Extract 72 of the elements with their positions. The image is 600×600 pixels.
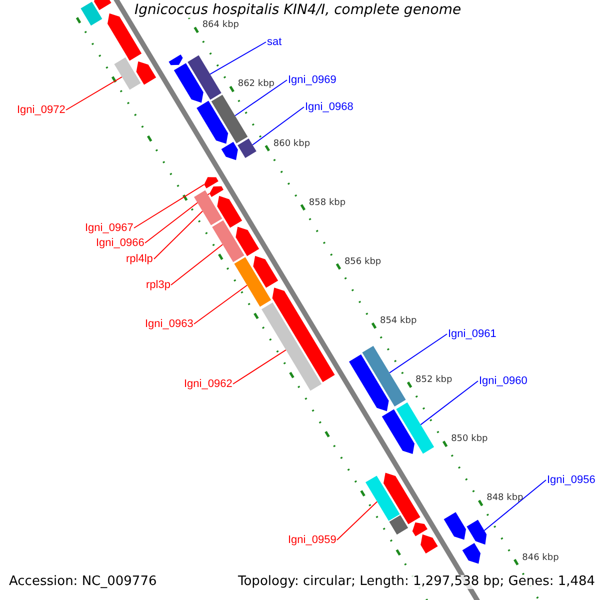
gene-block bbox=[366, 476, 400, 521]
gene-feature bbox=[253, 256, 278, 288]
gene-label: sat bbox=[267, 36, 282, 48]
gene-label: Igni_0967 bbox=[85, 222, 134, 234]
gene-feature bbox=[210, 186, 224, 197]
gene-label: Igni_0959 bbox=[288, 534, 336, 546]
leader-line bbox=[154, 210, 204, 260]
gene-label: Igni_0963 bbox=[145, 318, 194, 330]
title: Ignicoccus hospitalis KIN4/I, complete genome bbox=[134, 3, 462, 18]
gene-block bbox=[396, 402, 434, 454]
gene-label: Igni_0961 bbox=[448, 328, 496, 340]
tick-label: 862 kbp bbox=[238, 80, 275, 90]
gene-block bbox=[211, 94, 248, 144]
gene-label: Igni_0956 bbox=[547, 474, 596, 486]
tick-label: 864 kbp bbox=[202, 21, 239, 32]
gene-feature bbox=[349, 354, 389, 412]
gene-block bbox=[188, 55, 222, 100]
gene-feature bbox=[136, 61, 156, 85]
tick-label: 852 kbp bbox=[416, 376, 452, 386]
tick-label: 848 kbp bbox=[486, 494, 524, 504]
leader-line bbox=[336, 501, 378, 540]
leader-line bbox=[234, 80, 288, 116]
gene-block bbox=[114, 57, 141, 90]
gene-label: rpl4lp bbox=[126, 253, 153, 266]
gene-label: Igni_0968 bbox=[305, 101, 354, 114]
gene-feature bbox=[444, 512, 466, 540]
gene-feature bbox=[168, 54, 183, 66]
leader-line bbox=[389, 334, 448, 374]
leader-line bbox=[484, 480, 546, 532]
gene-block bbox=[194, 190, 222, 226]
gene-feature bbox=[217, 196, 242, 228]
gene-feature bbox=[236, 226, 260, 256]
accession-text: Accession: NC_009776 bbox=[9, 575, 157, 590]
gene-label: Igni_0960 bbox=[479, 375, 528, 388]
gene-feature bbox=[382, 409, 414, 454]
gene-feature bbox=[384, 472, 420, 524]
tick-label: 846 kbp bbox=[522, 554, 559, 564]
tick-label: 850 kbp bbox=[451, 435, 488, 446]
leader-line bbox=[66, 76, 122, 110]
tick-label: 858 kbp bbox=[308, 198, 346, 209]
leader-line bbox=[210, 42, 266, 75]
gene-block bbox=[80, 2, 102, 26]
gene-block bbox=[238, 138, 256, 158]
gene-label: Igni_0962 bbox=[184, 378, 232, 390]
gene-label: Igni_0969 bbox=[288, 74, 336, 86]
gene-label: Igni_0966 bbox=[96, 237, 144, 250]
summary-text: Topology: circular; Length: 1,297,538 bp; Genes: 1,484 bbox=[238, 575, 596, 590]
tick-label: 856 kbp bbox=[344, 258, 382, 268]
gene-block bbox=[212, 220, 244, 262]
leader-line bbox=[194, 284, 248, 324]
gene-block bbox=[389, 515, 408, 535]
gene-feature bbox=[466, 520, 487, 545]
gene-block bbox=[262, 302, 322, 391]
gene-feature bbox=[420, 534, 438, 554]
leader-line bbox=[252, 106, 304, 146]
leader-line bbox=[232, 349, 286, 384]
gene-feature bbox=[462, 543, 480, 564]
gene-feature bbox=[174, 63, 204, 103]
tick-label: 860 kbp bbox=[273, 140, 310, 150]
tick-label: 854 kbp bbox=[380, 317, 417, 327]
gene-feature bbox=[196, 100, 228, 144]
gene-feature bbox=[221, 142, 238, 160]
gene-feature bbox=[272, 288, 335, 382]
gene-block bbox=[362, 346, 406, 406]
gene-block bbox=[234, 257, 272, 307]
leader-line bbox=[170, 244, 224, 286]
leader-line bbox=[420, 380, 478, 426]
gene-feature bbox=[412, 522, 428, 536]
gene-label: rpl3p bbox=[146, 279, 170, 292]
gene-feature bbox=[94, 0, 112, 10]
leader-line bbox=[134, 184, 205, 228]
gene-label: Igni_0972 bbox=[17, 104, 66, 116]
